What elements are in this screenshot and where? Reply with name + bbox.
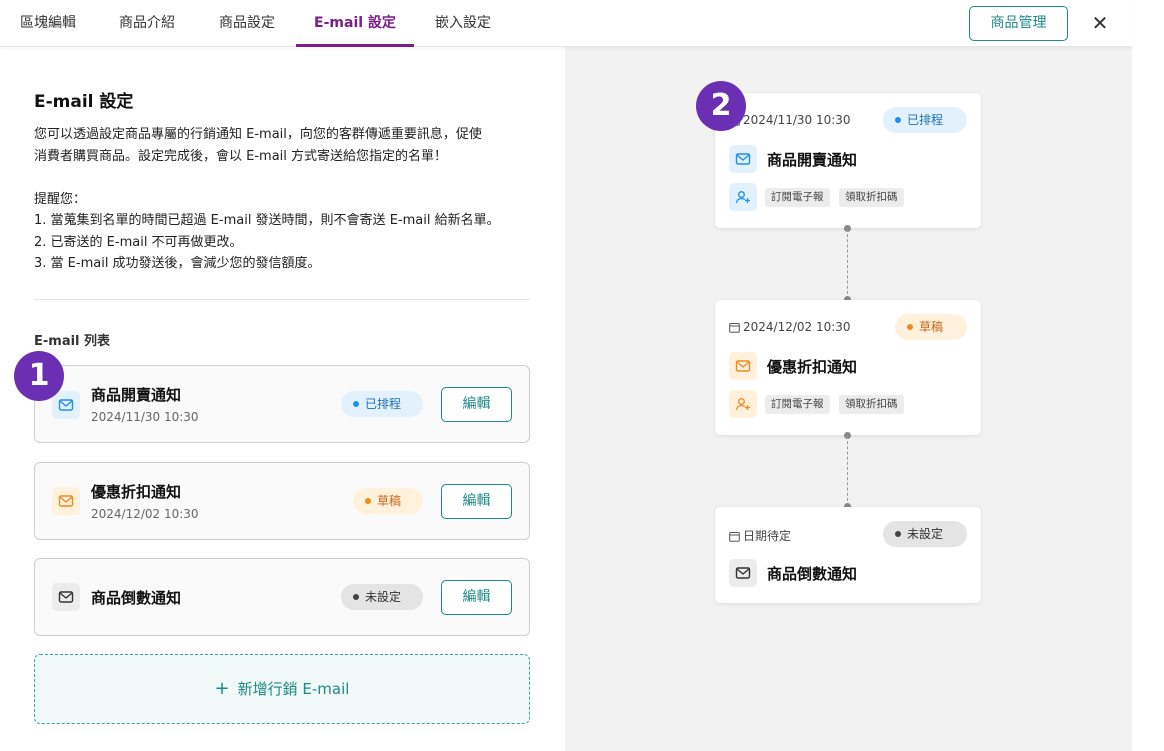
tab-email-settings[interactable]: E-mail 設定	[296, 0, 414, 47]
flow-email-name: 商品倒數通知	[767, 565, 858, 583]
step-marker-1: 1	[14, 351, 64, 401]
add-email-button[interactable]: + 新增行銷 E-mail	[34, 654, 530, 724]
edit-button[interactable]: 編輯	[441, 580, 512, 615]
section-description: 您可以透過設定商品專屬的行銷通知 E-mail，向您的客群傳遞重要訊息，促使 消…	[34, 124, 534, 275]
calendar-icon	[729, 531, 740, 545]
product-manage-button[interactable]: 商品管理	[969, 6, 1068, 41]
tag-coupon: 領取折扣碼	[839, 188, 904, 207]
tag-subscribe: 訂閱電子報	[765, 395, 830, 414]
flow-card[interactable]: 2024/12/02 10:30 草稿 優惠折扣通知 訂閱電子報 領取折扣碼	[715, 300, 981, 435]
connector-dot	[844, 432, 851, 439]
page-edge	[1132, 0, 1164, 751]
tab-block-edit[interactable]: 區塊編輯	[20, 15, 76, 31]
status-badge: 未設定	[341, 584, 423, 610]
mail-icon	[52, 583, 80, 611]
desc-line: 您可以透過設定商品專屬的行銷通知 E-mail，向您的客群傳遞重要訊息，促使	[34, 127, 482, 142]
flow-email-name: 商品開賣通知	[767, 151, 858, 169]
tab-embed-settings[interactable]: 嵌入設定	[435, 15, 491, 31]
status-badge: 草稿	[353, 488, 423, 514]
status-badge: 已排程	[341, 391, 423, 417]
step-marker-2: 2	[696, 81, 746, 131]
desc-line: 1. 當蒐集到名單的時間已超過 E-mail 發送時間，則不會寄送 E-mail…	[34, 213, 500, 228]
add-email-label: 新增行銷 E-mail	[237, 680, 350, 698]
email-list-item[interactable]: 優惠折扣通知 2024/12/02 10:30 草稿 編輯	[34, 462, 530, 540]
email-date: 2024/12/02 10:30	[91, 507, 199, 521]
flow-connector	[847, 436, 848, 506]
connector-dot	[844, 225, 851, 232]
section-title: E-mail 設定	[34, 92, 134, 112]
tab-product-intro[interactable]: 商品介紹	[119, 15, 175, 31]
plus-icon: +	[214, 678, 230, 699]
flow-connector	[847, 229, 848, 299]
connector-dot	[844, 503, 851, 510]
email-name: 優惠折扣通知	[91, 483, 182, 501]
mail-icon	[729, 559, 757, 587]
flow-email-name: 優惠折扣通知	[767, 358, 858, 376]
top-tab-bar: 區塊編輯 商品介紹 商品設定 E-mail 設定 嵌入設定 商品管理 ✕	[0, 0, 1132, 47]
flow-date-text: 2024/11/30 10:30	[743, 113, 851, 127]
close-icon[interactable]: ✕	[1091, 11, 1109, 35]
flow-date-text: 2024/12/02 10:30	[743, 320, 851, 334]
tag-coupon: 領取折扣碼	[839, 395, 904, 414]
desc-line: 提醒您：	[34, 191, 87, 207]
desc-line: 3. 當 E-mail 成功發送後，會減少您的發信額度。	[34, 256, 321, 271]
status-badge: 未設定	[883, 521, 967, 547]
tag-subscribe: 訂閱電子報	[765, 188, 830, 207]
calendar-icon	[729, 322, 740, 336]
edit-button[interactable]: 編輯	[441, 387, 512, 422]
email-name: 商品倒數通知	[91, 589, 182, 607]
email-settings-panel: E-mail 設定 您可以透過設定商品專屬的行銷通知 E-mail，向您的客群傳…	[0, 47, 565, 751]
flow-date: 2024/11/30 10:30	[729, 113, 851, 129]
connector-dot	[844, 296, 851, 303]
flow-preview-panel: 2024/11/30 10:30 已排程 商品開賣通知 訂閱電子報 領取折扣碼 …	[565, 47, 1132, 751]
flow-date-text: 日期待定	[743, 529, 792, 543]
email-list-item[interactable]: 商品倒數通知 未設定 編輯	[34, 558, 530, 636]
add-user-icon	[729, 390, 757, 418]
mail-icon	[52, 391, 80, 419]
email-date: 2024/11/30 10:30	[91, 410, 199, 424]
mail-icon	[52, 487, 80, 515]
desc-line	[34, 167, 534, 189]
tab-product-settings[interactable]: 商品設定	[219, 15, 275, 31]
email-list-item[interactable]: 商品開賣通知 2024/11/30 10:30 已排程 編輯	[34, 365, 530, 443]
desc-line: 消費者購買商品。設定完成後，會以 E-mail 方式寄送給您指定的名單！	[34, 148, 448, 164]
add-user-icon	[729, 183, 757, 211]
flow-card[interactable]: 日期待定 未設定 商品倒數通知	[715, 507, 981, 603]
edit-button[interactable]: 編輯	[441, 484, 512, 519]
flow-card[interactable]: 2024/11/30 10:30 已排程 商品開賣通知 訂閱電子報 領取折扣碼	[715, 93, 981, 228]
mail-icon	[729, 352, 757, 380]
email-name: 商品開賣通知	[91, 386, 182, 404]
email-list-title: E-mail 列表	[34, 334, 111, 349]
desc-line: 2. 已寄送的 E-mail 不可再做更改。	[34, 234, 243, 250]
status-badge: 草稿	[895, 314, 967, 340]
flow-date: 2024/12/02 10:30	[729, 320, 851, 336]
mail-icon	[729, 145, 757, 173]
flow-date: 日期待定	[729, 527, 791, 545]
divider	[34, 299, 530, 300]
status-badge: 已排程	[883, 107, 967, 133]
